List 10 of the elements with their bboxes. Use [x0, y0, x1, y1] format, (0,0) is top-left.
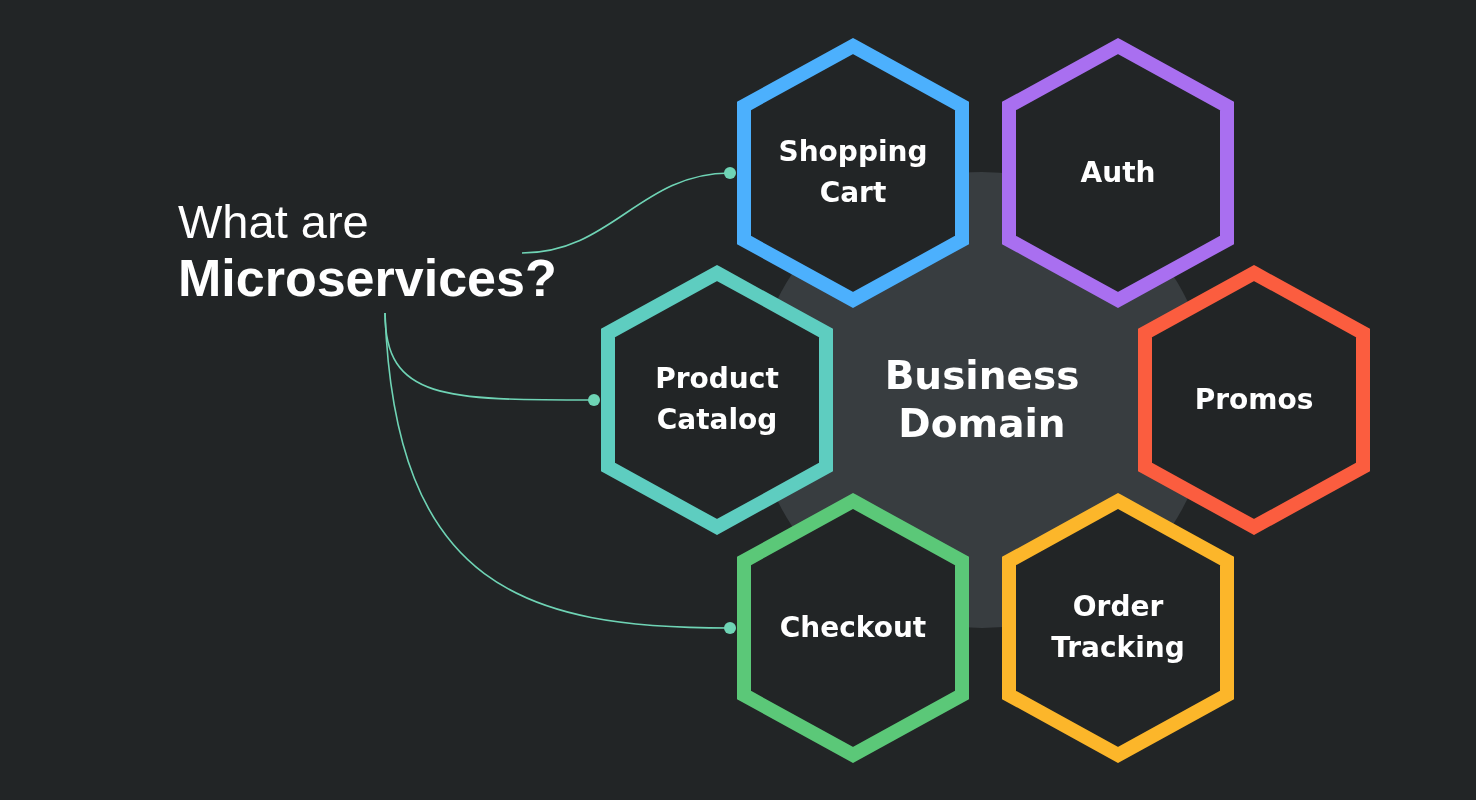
service-label: Shopping Cart — [777, 134, 929, 211]
connector-line — [521, 167, 736, 254]
service-label: Promos — [1193, 381, 1315, 418]
service-label: Product Catalog — [654, 361, 780, 438]
service-label: Checkout — [778, 609, 928, 646]
service-label: Auth — [1079, 154, 1157, 191]
service-label: Order Tracking — [1050, 589, 1186, 666]
heading-text: What are Microservices? — [178, 195, 557, 309]
domain-label: Business Domain — [883, 352, 1081, 448]
connector-line — [384, 312, 736, 634]
